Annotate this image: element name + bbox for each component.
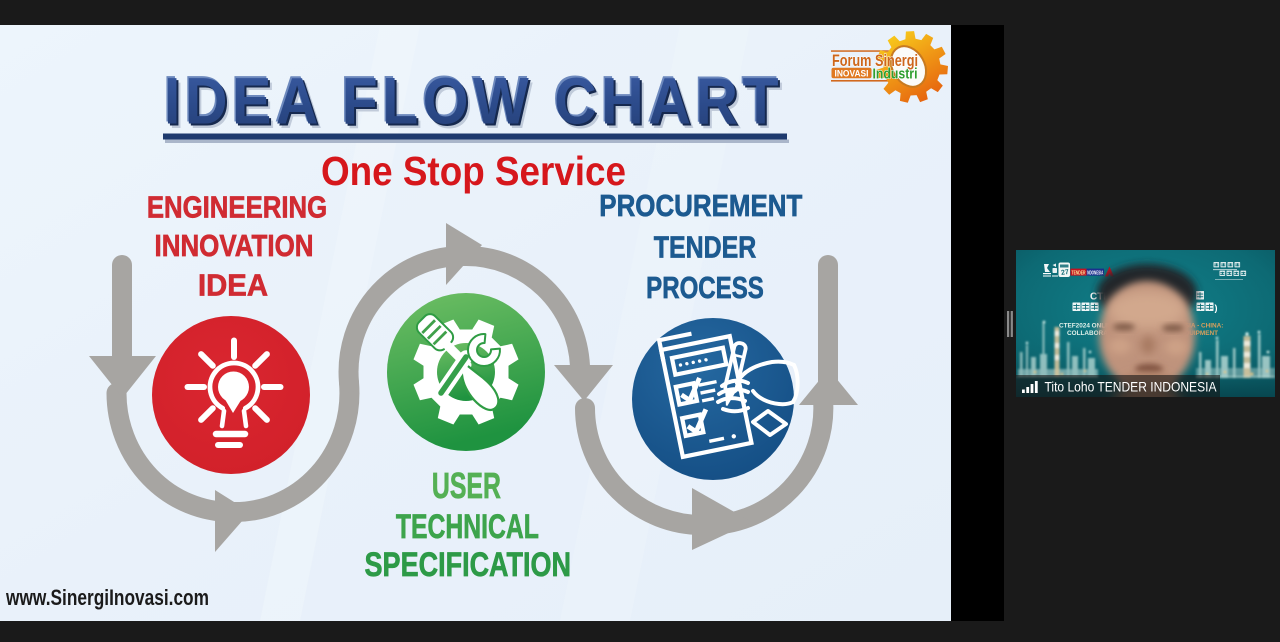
svg-text:www.SinergiInovasi.com: www.SinergiInovasi.com (5, 585, 209, 610)
svg-text:PROCUREMENT: PROCUREMENT (599, 188, 802, 223)
svg-text:Forum Sinergi: Forum Sinergi (832, 52, 918, 70)
svg-text:NDONESIA: NDONESIA (1087, 270, 1103, 276)
svg-text:TECHNICAL: TECHNICAL (396, 508, 539, 546)
svg-text:Industri: Industri (873, 66, 918, 83)
svg-text:TENDER: TENDER (654, 229, 757, 264)
svg-text:SPECIFICATION: SPECIFICATION (365, 546, 572, 584)
svg-text:IDEA FLOW CHART: IDEA FLOW CHART (168, 68, 787, 142)
svg-text:IDEA FLOW CHART: IDEA FLOW CHART (164, 64, 783, 138)
svg-text:27: 27 (1061, 269, 1070, 277)
svg-text:EQUIPMENT: EQUIPMENT (1180, 330, 1218, 337)
svg-text:PROCESS: PROCESS (646, 270, 764, 305)
svg-text:NESIA - CHINA:: NESIA - CHINA: (1176, 323, 1223, 330)
svg-text:Tito Loho TENDER INDONESIA: Tito Loho TENDER INDONESIA (1045, 380, 1218, 395)
svg-text:IDEA FLOW CHART: IDEA FLOW CHART (166, 66, 785, 140)
svg-text:IDEA: IDEA (198, 267, 268, 302)
svg-text:USER: USER (432, 465, 501, 506)
svg-text:TENDER: TENDER (1072, 270, 1086, 276)
svg-text:IDEA FLOW CHART: IDEA FLOW CHART (163, 62, 782, 136)
svg-text:INOVASI: INOVASI (835, 69, 869, 80)
svg-text:INNOVATION: INNOVATION (155, 228, 314, 263)
svg-text:One Stop Service: One Stop Service (321, 148, 626, 194)
svg-text:): ) (1215, 303, 1218, 313)
svg-text:COLLABORAT: COLLABORAT (1067, 330, 1111, 337)
svg-text:ENGINEERING: ENGINEERING (147, 189, 327, 224)
svg-text:CTEF2024 ONLIN: CTEF2024 ONLIN (1059, 323, 1112, 330)
